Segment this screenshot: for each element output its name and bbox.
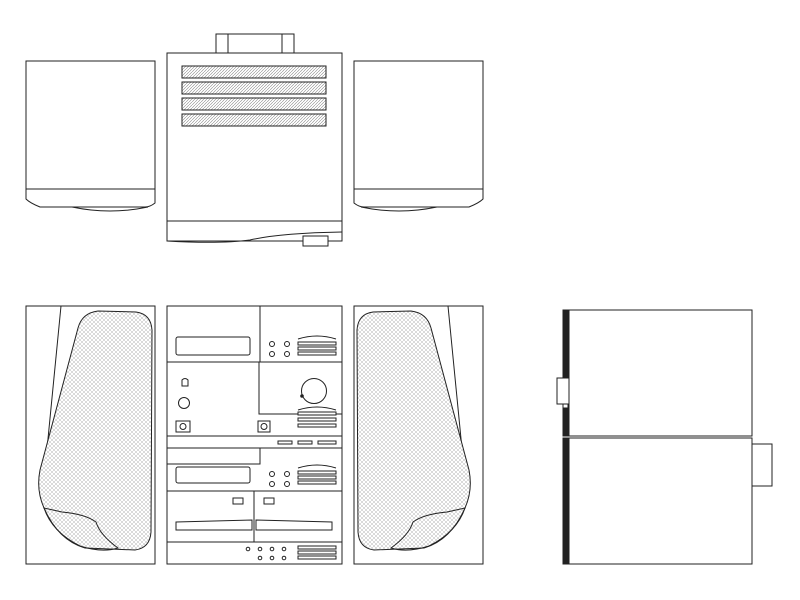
- cassette-eject-right: [263, 497, 275, 505]
- side-view: [556, 309, 773, 565]
- cassette-door-right: [255, 519, 333, 531]
- left-speaker-top: [25, 60, 156, 212]
- top-view: [25, 33, 484, 247]
- bottom-control-module: [166, 541, 343, 565]
- cd-module: [166, 447, 343, 492]
- amplifier-module: [166, 361, 343, 437]
- front-view: [25, 305, 484, 565]
- tuner-display: [175, 336, 251, 356]
- cd-display: [175, 466, 251, 484]
- rear-connector: [302, 235, 329, 247]
- cassette-eject-left: [232, 497, 244, 505]
- rear-connector: [751, 443, 773, 487]
- right-speaker-front: [353, 305, 484, 565]
- speaker-grille: [38, 310, 153, 551]
- tuner-module: [166, 305, 343, 363]
- side-handle: [556, 377, 570, 405]
- tuner-buttons: [269, 341, 337, 357]
- control-strip: [166, 435, 343, 449]
- main-unit-top: [166, 33, 343, 247]
- cassette-module: [166, 490, 343, 543]
- speaker-grille: [356, 310, 471, 551]
- upper-section: [556, 309, 753, 437]
- left-speaker-front: [25, 305, 156, 565]
- main-unit-front: [166, 305, 343, 565]
- power-knob: [178, 397, 190, 409]
- top-panel: [166, 52, 343, 222]
- lower-section: [562, 437, 773, 565]
- ventilation-slots: [181, 65, 327, 127]
- cassette-door-left: [175, 519, 253, 531]
- volume-knob: [301, 378, 327, 404]
- power-indicator: [181, 378, 189, 387]
- right-speaker-top: [353, 60, 484, 212]
